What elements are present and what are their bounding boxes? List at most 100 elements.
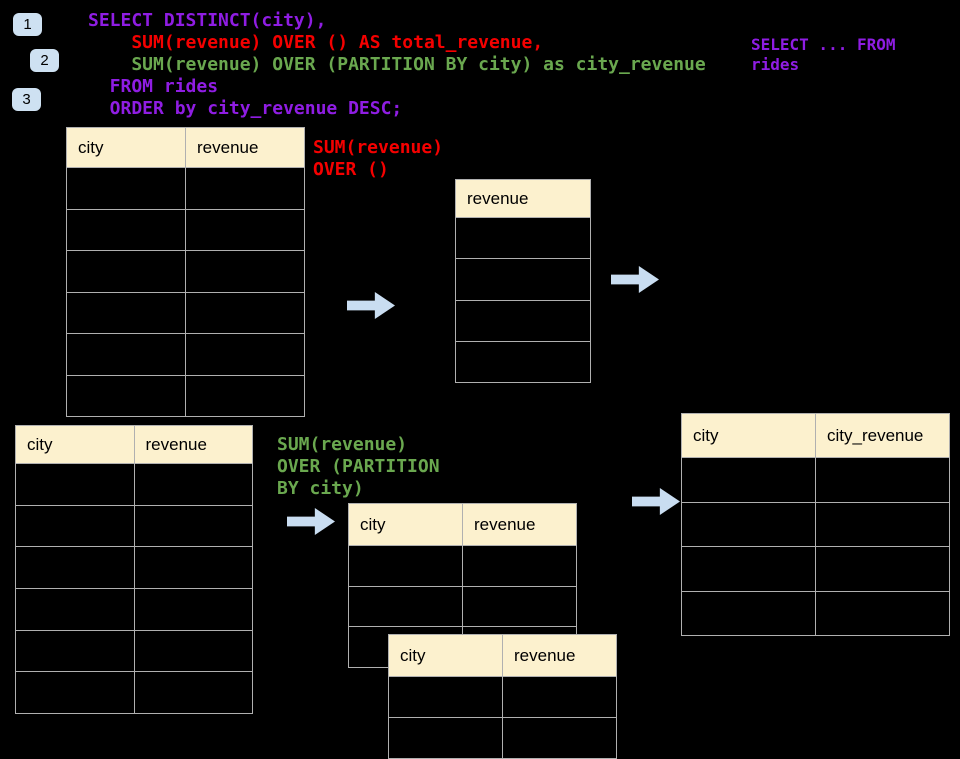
arrow-right-icon — [632, 488, 680, 515]
table-row — [66, 250, 305, 293]
empty-cell — [681, 501, 816, 547]
empty-cell — [185, 250, 305, 293]
table-row — [455, 216, 591, 260]
column-header: city — [348, 503, 463, 546]
empty-cell — [15, 546, 135, 590]
step-badge-3: 3 — [12, 88, 41, 111]
empty-cell — [133, 671, 253, 715]
empty-cell — [66, 250, 186, 293]
empty-cell — [455, 299, 591, 342]
table-row — [348, 545, 577, 587]
empty-cell — [815, 501, 950, 547]
table-row — [388, 676, 617, 718]
column-header: city — [66, 127, 186, 168]
empty-cell — [185, 167, 305, 210]
table-row — [15, 463, 253, 506]
column-header: revenue — [133, 425, 253, 464]
empty-cell — [185, 208, 305, 251]
empty-cell — [455, 258, 591, 301]
empty-cell — [66, 291, 186, 334]
step-badge-2: 2 — [30, 49, 59, 72]
empty-cell — [185, 374, 305, 417]
table-row — [66, 208, 305, 251]
sql-code-block: SELECT DISTINCT(city), SUM(revenue) OVER… — [88, 10, 706, 120]
empty-cell — [185, 333, 305, 376]
empty-cell — [815, 546, 950, 592]
empty-cell — [66, 167, 186, 210]
empty-cell — [133, 588, 253, 631]
table-row — [66, 374, 305, 417]
empty-cell — [681, 546, 816, 592]
empty-cell — [15, 588, 135, 631]
empty-cell — [681, 590, 816, 636]
slide-canvas: { "badges": ["1", "2", "3"], "code": { "… — [12, 10, 950, 759]
table-row — [681, 457, 950, 503]
table-row — [66, 333, 305, 376]
header-row: revenue — [455, 179, 591, 218]
empty-cell — [502, 717, 617, 759]
table-row — [455, 299, 591, 342]
column-header: revenue — [185, 127, 305, 168]
column-header: city_revenue — [815, 413, 950, 458]
table-row — [15, 629, 253, 673]
column-header: city — [15, 425, 135, 464]
empty-cell — [815, 590, 950, 636]
sql-line-select: SELECT DISTINCT(city), — [88, 10, 327, 31]
table-row — [455, 258, 591, 301]
side-note-select-from-rides: SELECT ... FROM rides — [751, 35, 896, 74]
empty-cell — [66, 208, 186, 251]
table-row — [681, 590, 950, 636]
table-row — [348, 585, 577, 628]
empty-cell — [815, 457, 950, 503]
table-row — [681, 546, 950, 592]
empty-cell — [502, 676, 617, 718]
arrow-right-icon — [287, 508, 335, 535]
table-row — [15, 588, 253, 631]
column-header: revenue — [462, 503, 577, 546]
sql-line-order-by: ORDER by city_revenue DESC; — [88, 98, 403, 119]
empty-cell — [15, 463, 135, 506]
empty-cell — [681, 457, 816, 503]
empty-cell — [133, 463, 253, 506]
table-row — [15, 504, 253, 548]
table-row — [15, 671, 253, 715]
table-revenue-only: revenue — [455, 179, 591, 384]
empty-cell — [462, 545, 577, 587]
empty-cell — [462, 585, 577, 628]
empty-cell — [348, 545, 463, 587]
table-row — [66, 291, 305, 334]
empty-cell — [66, 374, 186, 417]
arrow-right-icon — [611, 266, 659, 293]
sql-line-from: FROM rides — [88, 76, 219, 97]
empty-cell — [388, 676, 503, 718]
empty-cell — [133, 504, 253, 548]
sql-line-sum-over-total: SUM(revenue) OVER () AS total_revenue, — [88, 32, 544, 53]
table-row — [15, 546, 253, 590]
table-row — [681, 501, 950, 547]
empty-cell — [15, 629, 135, 673]
empty-cell — [133, 546, 253, 590]
empty-cell — [185, 291, 305, 334]
empty-cell — [388, 717, 503, 759]
empty-cell — [15, 671, 135, 715]
annotation-total-window: SUM(revenue) OVER () — [313, 137, 444, 180]
empty-cell — [455, 216, 591, 260]
sql-line-sum-over-partition: SUM(revenue) OVER (PARTITION BY city) as… — [88, 54, 706, 75]
table-row — [66, 167, 305, 210]
annotation-partition-window: SUM(revenue) OVER (PARTITION BY city) — [277, 434, 440, 499]
arrow-right-icon — [347, 292, 395, 319]
step-badge-1: 1 — [13, 13, 42, 36]
empty-cell — [348, 585, 463, 628]
empty-cell — [66, 333, 186, 376]
table-row — [455, 340, 591, 384]
